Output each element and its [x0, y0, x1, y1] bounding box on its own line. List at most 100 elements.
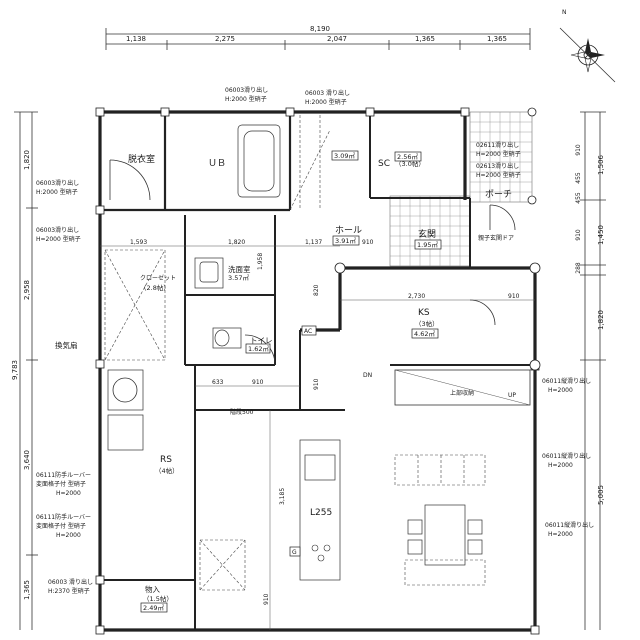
- window-11-label: 06111防手ルーバー: [36, 513, 91, 521]
- inner-walls: [100, 112, 535, 630]
- room-sc: SC: [378, 159, 390, 169]
- dim-inner-2: 1,820: [228, 239, 245, 246]
- fan-label: 換気扇: [55, 340, 78, 350]
- dim-left-1: 1,820: [23, 150, 31, 170]
- dim-top-2: 2,275: [215, 35, 235, 43]
- dining-table: [407, 504, 483, 566]
- window-12-sub: H:2370 型硝子: [48, 587, 90, 595]
- room-ub: ＵＢ: [208, 159, 226, 169]
- window-8-label: 06011縦滑り出し: [542, 452, 591, 460]
- window-11-height: H=2000: [56, 532, 81, 539]
- window-1-sub: H:2000 型硝子: [225, 95, 267, 103]
- kitchen-counter: [299, 439, 341, 581]
- dim-right-7: 288: [575, 262, 582, 274]
- window-7-sub: H=2000: [548, 387, 573, 394]
- top-dimensions: 8,190 1,138 2,275 2,047 1,365 1,365: [105, 25, 531, 50]
- dim-left-4: 1,365: [23, 580, 31, 600]
- sofa-dashed: [394, 454, 486, 586]
- room-entrance-size: 1.95㎡: [417, 240, 438, 249]
- dim-top-1: 1,138: [126, 35, 146, 43]
- room-labels: 脱衣室 ＵＢ SC （3.0帖） 3.09㎡ 2.56㎡ ポーチ 玄関 1.95…: [55, 150, 516, 613]
- window-11-sub: 変面格子付 型硝子: [36, 522, 86, 530]
- room-sc-size: 3.09㎡: [334, 151, 355, 160]
- window-10-height: H=2000: [56, 490, 81, 497]
- window-4-sub: H=2000 型硝子: [36, 235, 81, 243]
- upper-storage: [394, 369, 531, 406]
- dim-top-4: 1,365: [415, 35, 435, 43]
- stair-label: 階段500: [230, 408, 254, 416]
- up-label: UP: [508, 392, 516, 399]
- room-toilet: トイレ: [250, 336, 273, 345]
- room-ks-area: （3帖）: [415, 319, 439, 328]
- window-8-sub: H=2000: [548, 462, 573, 469]
- room-rs-area: （4帖）: [155, 466, 179, 475]
- window-12-label: 06003 滑り出し: [48, 578, 93, 586]
- dim-left-2: 2,958: [23, 280, 31, 300]
- compass-rose-icon: N: [559, 9, 616, 83]
- room-ks: KS: [418, 308, 430, 318]
- dim-left-3: 3,640: [23, 450, 31, 470]
- dim-right-6: 1,450: [597, 225, 605, 245]
- window-5-label: 02611滑り出し: [476, 141, 519, 149]
- dim-inner-5: 1,958: [257, 253, 264, 270]
- dim-inner-1: 1,593: [130, 239, 147, 246]
- ac-label: AC: [304, 328, 312, 335]
- window-3-sub: H:2000 型硝子: [36, 188, 78, 196]
- room-toilet-size: 1.62㎡: [248, 344, 269, 353]
- window-9-sub: H=2000: [548, 531, 573, 538]
- dim-right-4: 455: [575, 192, 582, 204]
- structural-columns: [95, 107, 541, 635]
- room-storage: 物入: [145, 584, 160, 594]
- dim-inner-3: 1,137: [305, 239, 322, 246]
- window-2-sub: H:2000 型硝子: [305, 98, 347, 106]
- dim-right-5: 910: [575, 229, 582, 241]
- dim-top-total: 8,190: [310, 25, 330, 33]
- dim-right-3: 455: [575, 172, 582, 184]
- dim-inner-11: 910: [313, 378, 320, 390]
- dim-right-9: 5,005: [597, 485, 605, 505]
- laundry-machine: [107, 369, 144, 411]
- dim-inner-12: 3,185: [279, 488, 286, 505]
- dim-inner-9: 633: [212, 379, 224, 386]
- dim-inner-10: 910: [252, 379, 264, 386]
- upper-storage-label: 上部収納: [450, 389, 474, 397]
- dim-right-1: 910: [575, 144, 582, 156]
- window-1-label: 06003滑り出し: [225, 86, 268, 94]
- room-closet: クローゼット: [140, 274, 176, 282]
- dim-left-total: 9,783: [11, 360, 19, 380]
- dim-inner-6: 820: [313, 284, 320, 296]
- dim-right-8: 1,820: [597, 310, 605, 330]
- window-labels: 06003滑り出し H:2000 型硝子 06003 滑り出し H:2000 型…: [36, 86, 594, 595]
- room-hall-size: 3.91㎡: [335, 236, 356, 245]
- window-5-sub: H=2000 型硝子: [476, 150, 521, 158]
- bathtub: [237, 124, 281, 198]
- gas-label: G: [292, 549, 297, 556]
- dn-label: DN: [363, 372, 372, 379]
- entrance-tile-area: [389, 195, 471, 267]
- room-ks-size: 4.62㎡: [414, 329, 435, 338]
- left-dimensions: 9,783 1,820 2,958 3,640 1,365: [11, 111, 38, 630]
- washbasin: [194, 257, 224, 289]
- storage-box: [107, 414, 144, 451]
- room-rs: RS: [160, 455, 172, 465]
- window-3-label: 06003滑り出し: [36, 179, 79, 187]
- compass-north-label: N: [562, 9, 567, 16]
- room-storage-size: 2.49㎡: [143, 603, 164, 612]
- toilet-fixture: [212, 327, 242, 349]
- inner-dimensions: 1,593 1,820 1,137 910 1,958 820 2,730 91…: [100, 239, 535, 630]
- window-4-label: 06003滑り出し: [36, 226, 79, 234]
- room-storage-area: （1.5帖）: [143, 594, 173, 603]
- dim-top-3: 2,047: [327, 35, 347, 43]
- dim-right-2: 1,506: [597, 154, 605, 175]
- dim-top-5: 1,365: [487, 35, 507, 43]
- door-label: 親子玄関ドア: [478, 234, 514, 242]
- room-washroom: 洗面室: [228, 264, 251, 274]
- room-dressing: 脱衣室: [128, 153, 155, 165]
- window-10-label: 06111防手ルーバー: [36, 471, 91, 479]
- room-entrance: 玄関: [418, 228, 436, 240]
- window-7-label: 06011縦滑り出し: [542, 377, 591, 385]
- room-hall: ホール: [335, 225, 362, 236]
- right-dimensions: 910 1,506 455 455 910 1,450 288 1,820 5,…: [575, 111, 606, 630]
- window-2-label: 06003 滑り出し: [305, 89, 350, 97]
- room-washroom-size: 3.57㎡: [228, 273, 249, 282]
